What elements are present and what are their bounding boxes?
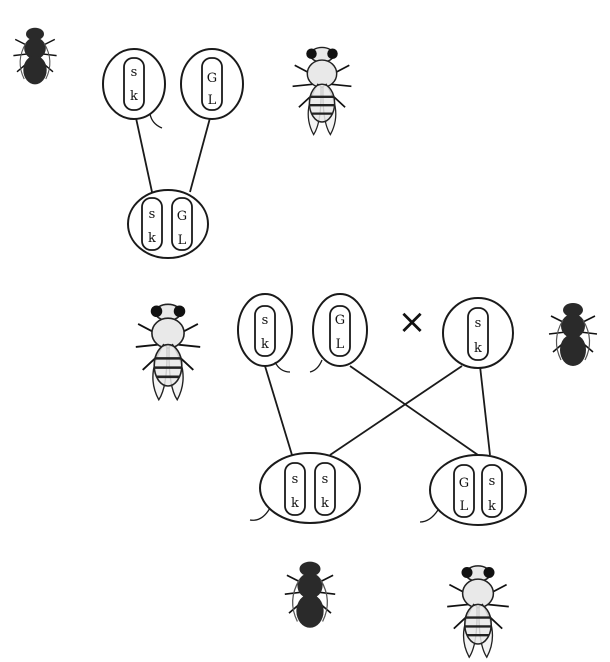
- gene-upper: s: [322, 472, 329, 487]
- gene-upper: s: [262, 313, 269, 328]
- gene-lower: k: [488, 499, 496, 514]
- gene-upper: G: [177, 209, 187, 224]
- gene-upper: s: [131, 65, 138, 80]
- zygote-f1: s k G L: [128, 190, 208, 258]
- gamete-parent-left: s k: [103, 49, 165, 128]
- zygote-offspring-mutant: s k s k: [250, 453, 360, 523]
- gene-upper: G: [335, 313, 345, 328]
- gene-lower: k: [130, 89, 138, 104]
- cross-symbol: ×: [398, 302, 427, 342]
- fly-wildtype-icon: [293, 47, 352, 134]
- gene-upper: s: [292, 472, 299, 487]
- link-tester-mutant: [330, 366, 462, 455]
- gene-lower: k: [321, 496, 329, 511]
- link-parent-left: [136, 118, 152, 192]
- gene-lower: k: [261, 337, 269, 352]
- gene-lower: L: [336, 337, 345, 352]
- gamete-tester: s k: [443, 298, 513, 368]
- gamete-f1-male: s k: [238, 294, 292, 372]
- gene-upper: G: [459, 476, 469, 491]
- gene-upper: s: [149, 207, 156, 222]
- gene-lower: k: [291, 496, 299, 511]
- gene-upper: G: [207, 71, 217, 86]
- fly-mutant-offspring-icon: [285, 562, 335, 628]
- gene-lower: k: [474, 341, 482, 356]
- gene-lower: L: [208, 93, 217, 108]
- link-f1male-mutant: [265, 366, 292, 455]
- gamete-f1-female: G L: [310, 294, 367, 372]
- gene-lower: L: [460, 499, 469, 514]
- gene-upper: s: [489, 474, 496, 489]
- fly-dark-tester-icon: [549, 303, 597, 366]
- fly-wildtype-offspring-icon: [447, 566, 509, 657]
- fly-f1-icon: [136, 304, 200, 399]
- gamete-parent-right: G L: [181, 49, 243, 119]
- link-parent-right: [190, 118, 210, 192]
- link-tester-wild: [480, 366, 490, 455]
- gene-upper: s: [475, 316, 482, 331]
- link-f1female-wild: [350, 366, 478, 455]
- gene-lower: L: [178, 233, 187, 248]
- fly-mutant-icon: [13, 28, 56, 85]
- zygote-offspring-wild: G L s k: [420, 455, 526, 525]
- gene-lower: k: [148, 231, 156, 246]
